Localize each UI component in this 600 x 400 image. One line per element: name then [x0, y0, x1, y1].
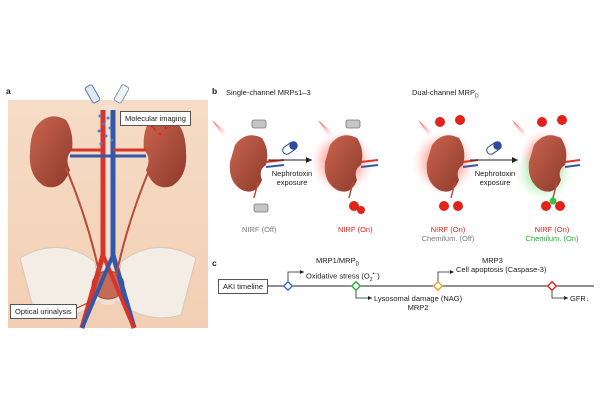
dual-on-chem-label: Chemilum. (On) [525, 234, 579, 243]
marker-gfr [546, 280, 558, 292]
kidney-single-off [229, 135, 285, 199]
panel-c-letter: c [212, 258, 217, 268]
syringe-left-icon [84, 84, 101, 104]
dual-probe-icons-2 [537, 115, 567, 211]
panel-b-letter: b [212, 86, 218, 96]
kidney-right [143, 116, 187, 188]
syringe-right-icon [113, 84, 130, 104]
event-oxidative-stress: MRP1/MRPD Oxidative stress (O2•−) [306, 256, 380, 283]
molecular-imaging-label: Molecular imaging [120, 111, 191, 126]
probe-off-icons [251, 119, 269, 213]
dual-off-chem-label: Chemilum. (Off) [421, 234, 475, 243]
dual-off-nirf-label: NIRF (On) [430, 225, 466, 234]
injected-probe-dots [97, 114, 114, 146]
event-lysosomal-damage: Lysosomal damage (NAG) MRP2 [374, 294, 463, 312]
event-apoptosis: MRP3 Cell apoptosis (Caspase-3) [456, 256, 547, 274]
marker-oxidative-stress [282, 280, 294, 292]
single-channel-title: Single-channel MRPs1–3 [226, 88, 311, 97]
panel-a-letter: a [6, 86, 11, 96]
panel-a-illustration [8, 84, 208, 329]
ureter-left [65, 167, 101, 277]
kidney-left [29, 116, 73, 188]
dual-channel-title: Dual-channel MRPD [412, 88, 479, 100]
dual-probe-icons-1 [435, 115, 465, 211]
kidney-dual-on [528, 135, 581, 199]
single-on-label: NIRF (On) [338, 225, 373, 234]
event-gfr: GFR↓ [570, 294, 590, 303]
marker-lysosomal-damage [350, 280, 362, 292]
probe-on-icons [345, 119, 365, 214]
exposure-arrow-dual [470, 141, 518, 163]
gfr-down-arrow-icon: ↓ [585, 294, 590, 303]
marker-apoptosis [432, 280, 444, 292]
kidney-single-on [324, 135, 379, 199]
iliac-vein [80, 254, 115, 329]
single-off-label: NIRF (Off) [242, 225, 277, 234]
optical-urinalysis-label: Optical urinalysis [10, 304, 77, 319]
exposure-arrow-single [268, 141, 312, 163]
aki-timeline-label: AKI timeline [218, 279, 269, 294]
aki-timeline [267, 270, 594, 300]
pill-icon-2 [486, 141, 502, 155]
dual-on-nirf-label: NIRF (On) [534, 225, 570, 234]
pill-icon [282, 141, 298, 155]
ureter-right [115, 167, 151, 277]
